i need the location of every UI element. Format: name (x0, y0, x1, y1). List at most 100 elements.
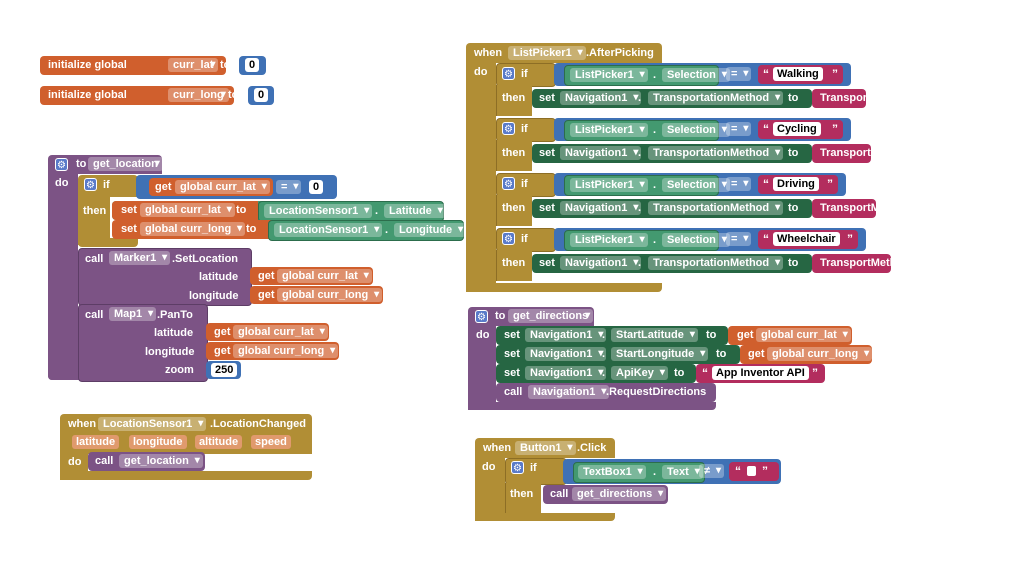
component-property-block[interactable]: TextBox1 . Text (573, 462, 705, 483)
operator-dropdown[interactable]: ≠ (699, 464, 725, 478)
operator-dropdown[interactable]: = (276, 180, 302, 194)
init-global-curr-lat-block[interactable]: initialize global curr_lat to 0 (40, 56, 266, 75)
component-dropdown[interactable]: Navigation1 (525, 328, 607, 342)
procedure-dropdown[interactable]: get_location (119, 454, 203, 468)
property-dropdown[interactable]: TransportationMethod (648, 201, 784, 215)
operator-dropdown[interactable]: = (726, 122, 752, 136)
component-dropdown[interactable]: LocationSensor1 (98, 417, 207, 431)
component-dropdown[interactable]: ListPicker1 (570, 233, 648, 247)
property-dropdown[interactable]: Longitude (394, 223, 467, 237)
text-value[interactable]: Driving (773, 177, 819, 191)
get-variable-block[interactable]: get global curr_long (250, 286, 383, 304)
number-block[interactable]: 0 (239, 56, 266, 75)
text-value[interactable]: Walking (773, 67, 823, 81)
compare-block[interactable]: ListPicker1 . Selection = “ Driving ” (554, 173, 846, 196)
text-block[interactable]: “ App Inventor API ” (696, 364, 825, 383)
get-variable-block[interactable]: get global curr_long (740, 345, 873, 364)
get-variable-block[interactable]: get global curr_long (206, 342, 339, 360)
component-dropdown[interactable]: Navigation1 (560, 146, 642, 160)
component-property-block[interactable]: ListPicker1 . Selection (564, 230, 730, 251)
component-dropdown[interactable]: ListPicker1 (570, 68, 648, 82)
compare-block[interactable]: get global curr_lat = 0 (136, 175, 337, 199)
gear-icon[interactable]: ⚙ (502, 122, 515, 135)
variable-dropdown[interactable]: global curr_lat (756, 328, 851, 342)
set-transportation-method-block[interactable]: set Navigation1 . TransportationMethod t… (532, 89, 812, 108)
property-dropdown[interactable]: ApiKey (611, 366, 668, 380)
get-variable-block[interactable]: get global curr_lat (149, 178, 273, 196)
variable-dropdown[interactable]: global curr_long (277, 288, 383, 302)
transport-mode-dropdown[interactable]: Bicycle (914, 146, 972, 160)
if-block[interactable]: ⚙ if (496, 63, 556, 87)
number-block[interactable]: 0 (304, 178, 330, 196)
get-variable-block[interactable]: get global curr_lat (728, 326, 852, 345)
component-dropdown[interactable]: ListPicker1 (570, 178, 648, 192)
event-param[interactable]: longitude (129, 435, 187, 449)
call-marker-setlocation-block[interactable]: call Marker1 .SetLocation latitude longi… (78, 248, 252, 306)
procedure-dropdown[interactable]: get_directions (572, 487, 667, 501)
component-property-block[interactable]: ListPicker1 . Selection (564, 65, 730, 86)
variable-dropdown[interactable]: global curr_long (233, 344, 339, 358)
event-param[interactable]: speed (251, 435, 291, 449)
component-dropdown[interactable]: TextBox1 (578, 465, 646, 479)
gear-icon[interactable]: ⚙ (502, 177, 515, 190)
variable-dropdown[interactable]: global curr_lat (140, 203, 235, 217)
component-property-block[interactable]: LocationSensor1 . Longitude (268, 220, 467, 241)
text-block[interactable]: “ ” (729, 462, 779, 481)
component-dropdown[interactable]: Map1 (109, 307, 157, 321)
if-block[interactable]: ⚙ if (78, 175, 138, 197)
set-transportation-method-block[interactable]: set Navigation1 . TransportationMethod t… (532, 144, 812, 163)
transport-method-block[interactable]: TransportMethod Wheelchair (812, 254, 992, 273)
get-variable-block[interactable]: get global curr_lat (250, 267, 373, 285)
operator-dropdown[interactable]: = (726, 67, 752, 81)
property-dropdown[interactable]: StartLongitude (611, 347, 709, 361)
component-property-block[interactable]: ListPicker1 . Selection (564, 120, 730, 141)
operator-dropdown[interactable]: = (726, 232, 752, 246)
event-button-click[interactable]: when Button1 .Click (475, 438, 615, 458)
compare-block[interactable]: ListPicker1 . Selection = “ Cycling ” (554, 118, 851, 141)
init-global-curr-long-block[interactable]: initialize global curr_long to 0 (40, 86, 274, 105)
operator-dropdown[interactable]: = (726, 177, 752, 191)
component-dropdown[interactable]: Marker1 (109, 251, 171, 265)
set-api-key-block[interactable]: set Navigation1 . ApiKey to (496, 364, 696, 383)
if-block[interactable]: ⚙ if (496, 173, 556, 197)
component-dropdown[interactable]: ListPicker1 (508, 46, 586, 60)
component-dropdown[interactable]: LocationSensor1 (274, 223, 383, 237)
if-block[interactable]: ⚙ if (496, 118, 556, 142)
event-after-picking[interactable]: when ListPicker1 .AfterPicking (466, 43, 662, 63)
component-dropdown[interactable]: Navigation1 (560, 91, 642, 105)
component-dropdown[interactable]: Navigation1 (560, 256, 642, 270)
property-dropdown[interactable]: Selection (662, 123, 730, 137)
transport-mode-dropdown[interactable]: Wheelchair (914, 256, 992, 270)
compare-block[interactable]: ListPicker1 . Selection = “ Wheelchair ” (554, 228, 866, 251)
transport-method-block[interactable]: TransportMethod Bicycle (812, 144, 972, 163)
if-block[interactable]: ⚙ if (496, 228, 556, 252)
event-location-changed[interactable]: when LocationSensor1 .LocationChanged la… (60, 414, 312, 454)
component-dropdown[interactable]: Navigation1 (560, 201, 642, 215)
gear-icon[interactable]: ⚙ (55, 158, 68, 171)
component-dropdown[interactable]: Navigation1 (528, 385, 610, 399)
transport-mode-dropdown[interactable]: Car (914, 201, 952, 215)
number-value[interactable]: 0 (245, 58, 260, 72)
procedure-name-field[interactable]: get_location (88, 157, 163, 171)
empty-text-field[interactable] (747, 466, 756, 476)
procedure-get-directions[interactable]: ⚙ to get_directions (468, 307, 594, 326)
zoom-value[interactable]: 250 (211, 363, 238, 377)
if-block[interactable]: ⚙ if (505, 458, 567, 485)
set-transportation-method-block[interactable]: set Navigation1 . TransportationMethod t… (532, 199, 812, 218)
compare-block[interactable]: ListPicker1 . Selection = “ Walking ” (554, 63, 851, 86)
set-transportation-method-block[interactable]: set Navigation1 . TransportationMethod t… (532, 254, 812, 273)
gear-icon[interactable]: ⚙ (475, 310, 488, 323)
gear-icon[interactable]: ⚙ (511, 461, 524, 474)
transport-method-block[interactable]: TransportMethod Foot (812, 89, 957, 108)
procedure-name-field[interactable]: get_directions (508, 309, 594, 323)
call-get-directions-block[interactable]: call get_directions (543, 485, 668, 504)
variable-dropdown[interactable]: global curr_long (140, 222, 246, 236)
text-block[interactable]: “ Driving ” (758, 175, 838, 194)
transport-method-block[interactable]: TransportMethod Car (812, 199, 952, 218)
property-dropdown[interactable]: TransportationMethod (648, 256, 784, 270)
property-dropdown[interactable]: Latitude (384, 204, 446, 218)
property-dropdown[interactable]: TransportationMethod (648, 91, 784, 105)
gear-icon[interactable]: ⚙ (502, 67, 515, 80)
property-dropdown[interactable]: StartLatitude (611, 328, 698, 342)
set-start-latitude-block[interactable]: set Navigation1 . StartLatitude to (496, 326, 728, 345)
